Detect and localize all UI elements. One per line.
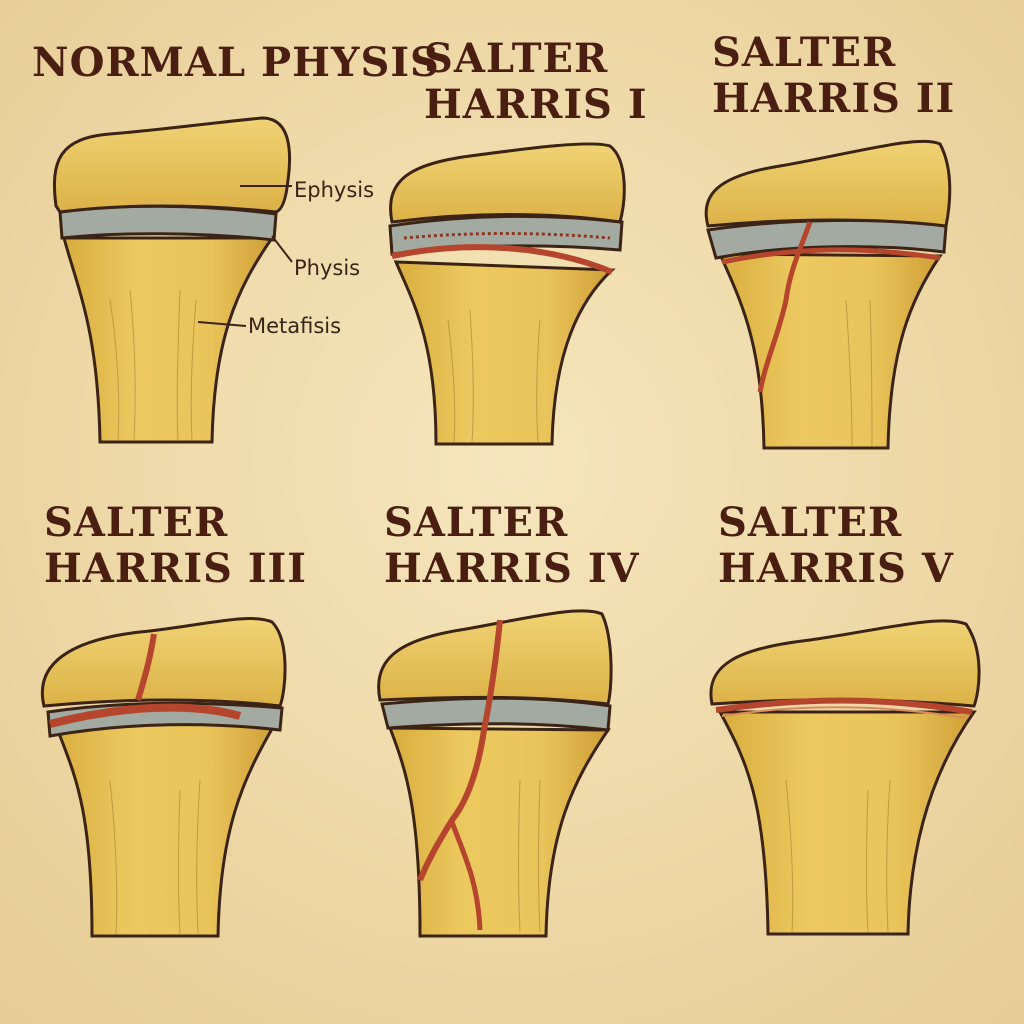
panel-salter-harris-4 — [377, 609, 613, 938]
title-line: SALTER — [44, 499, 229, 546]
title-line: SALTER — [424, 35, 609, 82]
label-physis: Physis — [294, 256, 361, 280]
epiphysis-cap — [704, 139, 952, 228]
title-line: HARRIS II — [712, 75, 956, 122]
fracture-line — [721, 247, 941, 265]
metaphysis-shaft — [393, 260, 616, 446]
fracture-line — [49, 703, 242, 728]
panel-normal-physis — [52, 116, 293, 444]
panel-salter-harris-3 — [41, 617, 287, 938]
panel-salter-harris-2 — [704, 139, 952, 450]
title-salter-harris-3: SALTER HARRIS III — [44, 500, 307, 592]
epiphysis-cap — [52, 116, 292, 214]
fracture-line — [449, 821, 483, 931]
panel-salter-harris-5 — [709, 619, 981, 936]
physis-plate — [380, 696, 612, 732]
title-line: SALTER — [712, 29, 897, 76]
fracture-line — [757, 221, 813, 393]
physis-plate — [58, 204, 278, 242]
title-normal-physis: NORMAL PHYSIS — [32, 40, 440, 86]
metaphysis-shaft — [51, 718, 279, 938]
title-line: SALTER — [384, 499, 569, 546]
metaphysis-shaft — [387, 726, 611, 938]
compressed-physis — [721, 706, 967, 719]
label-metaphysis: Metafisis — [248, 314, 342, 338]
metaphysis-shaft — [62, 236, 275, 444]
metaphysis-shaft — [717, 252, 943, 450]
fracture-line — [135, 633, 157, 701]
label-epiphysis: Ephysis — [294, 178, 375, 202]
title-line: HARRIS IV — [384, 545, 640, 592]
title-line: NORMAL PHYSIS — [32, 39, 440, 86]
compressed-physis — [715, 697, 973, 715]
title-line: HARRIS V — [718, 545, 954, 592]
title-salter-harris-2: SALTER HARRIS II — [712, 30, 955, 122]
epiphysis-cap — [389, 142, 626, 224]
title-line: HARRIS I — [424, 81, 648, 128]
title-line: SALTER — [718, 499, 903, 546]
title-salter-harris-1: SALTER HARRIS I — [424, 36, 648, 128]
title-salter-harris-5: SALTER HARRIS V — [718, 500, 954, 592]
fracture-line — [403, 232, 611, 240]
title-line: HARRIS III — [44, 545, 307, 592]
panel-salter-harris-1 — [388, 142, 626, 446]
fracture-line — [417, 619, 503, 882]
epiphysis-cap — [41, 617, 287, 708]
metaphysis-shaft — [717, 710, 977, 936]
fracture-line — [391, 244, 614, 275]
title-salter-harris-4: SALTER HARRIS IV — [384, 500, 640, 592]
